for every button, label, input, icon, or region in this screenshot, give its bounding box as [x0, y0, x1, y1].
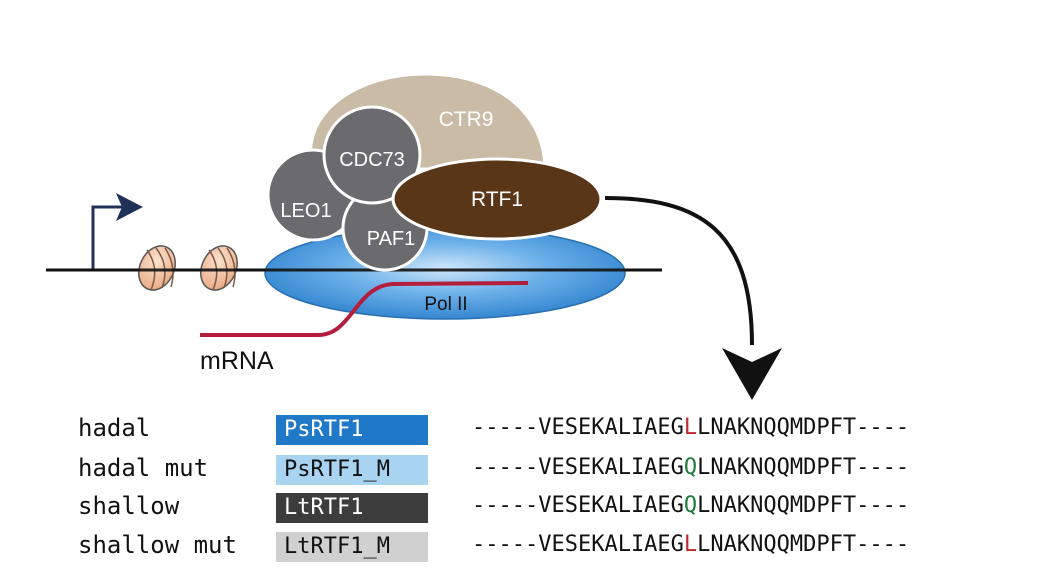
nucleosome-icon	[200, 245, 238, 291]
variant-residue: Q	[683, 493, 698, 518]
sequence-suffix: LNAKNQQMDPFT----	[697, 532, 910, 557]
rtf1-label: RTF1	[471, 188, 523, 211]
variant-residue: L	[683, 532, 698, 557]
condition-label: shallow	[78, 492, 180, 520]
alignment-row: hadal PsRTF1 -----VESEKALIAEGLLNAKNQQMDP…	[0, 412, 1051, 445]
sequence-prefix: -----VESEKALIAEG	[472, 532, 684, 557]
protein-tag: LtRTF1	[276, 493, 428, 523]
protein-tag: PsRTF1_M	[276, 455, 428, 485]
pol2-label: Pol II	[424, 294, 467, 315]
curved-arrow-icon	[604, 196, 754, 346]
sequence: -----VESEKALIAEGQLNAKNQQMDPFT----	[472, 452, 909, 484]
promoter-arrow-icon	[91, 193, 143, 270]
variant-residue: Q	[683, 455, 698, 480]
variant-residue: L	[683, 415, 698, 440]
protein-tag: PsRTF1	[276, 415, 428, 445]
mrna-label: mRNA	[200, 347, 274, 375]
alignment-row: shallow LtRTF1 -----VESEKALIAEGQLNAKNQQM…	[0, 490, 1051, 523]
ctr9-label: CTR9	[439, 108, 494, 131]
condition-label: hadal	[78, 414, 151, 442]
sequence-prefix: -----VESEKALIAEG	[472, 455, 684, 480]
alignment-row: hadal mut PsRTF1_M -----VESEKALIAEGQLNAK…	[0, 452, 1051, 485]
cdc73-label: CDC73	[339, 149, 405, 171]
mrna-strand	[200, 281, 529, 337]
sequence-prefix: -----VESEKALIAEG	[472, 493, 684, 518]
sequence-alignment: hadal PsRTF1 -----VESEKALIAEGLLNAKNQQMDP…	[0, 410, 1051, 581]
leo1-label: LEO1	[280, 200, 331, 222]
protein-tag: LtRTF1_M	[276, 532, 428, 562]
sequence: -----VESEKALIAEGLLNAKNQQMDPFT----	[472, 529, 909, 561]
alignment-row: shallow mut LtRTF1_M -----VESEKALIAEGLLN…	[0, 529, 1051, 562]
paf1-complex-diagram: CTR9 CDC73 LEO1 PAF1 RTF1 Pol II mRNA	[46, 72, 782, 400]
cdc73-circle	[322, 105, 422, 205]
nucleosome-icon	[138, 245, 176, 291]
sequence: -----VESEKALIAEGLLNAKNQQMDPFT----	[472, 412, 909, 444]
sequence-suffix: LNAKNQQMDPFT----	[697, 493, 910, 518]
sequence-suffix: LNAKNQQMDPFT----	[697, 455, 910, 480]
sequence: -----VESEKALIAEGQLNAKNQQMDPFT----	[472, 490, 909, 522]
rtf1-ellipse	[391, 157, 603, 241]
paf1-label: PAF1	[367, 228, 416, 250]
sequence-suffix: LNAKNQQMDPFT----	[697, 415, 910, 440]
sequence-prefix: -----VESEKALIAEG	[472, 415, 684, 440]
condition-label: shallow mut	[78, 531, 237, 559]
condition-label: hadal mut	[78, 454, 209, 482]
